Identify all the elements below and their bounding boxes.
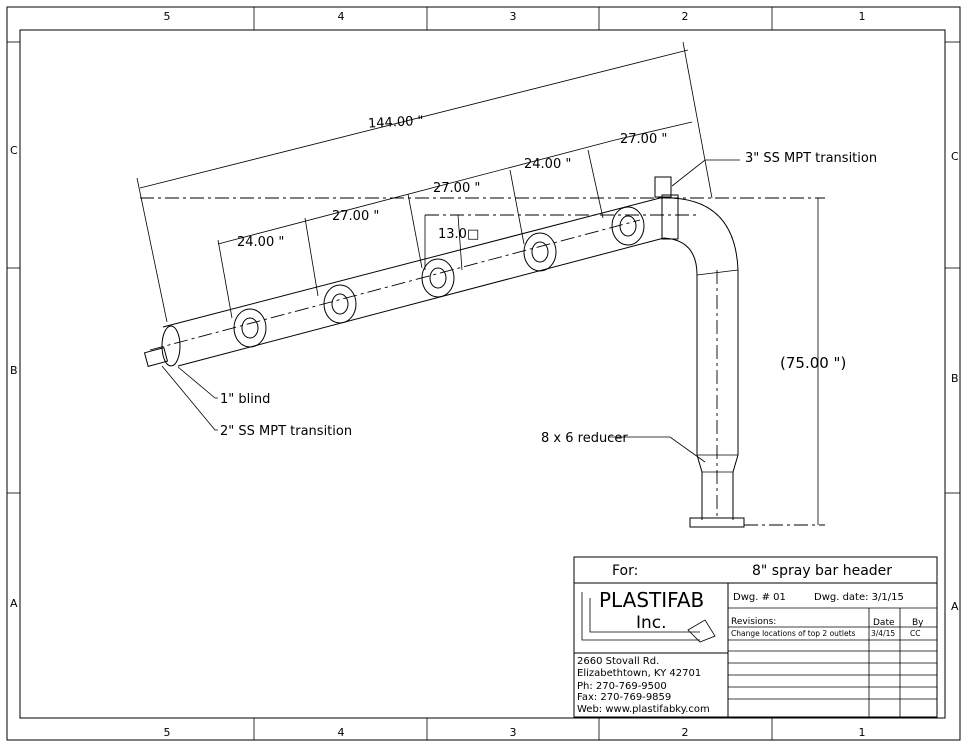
address-street: 2660 Stovall Rd. [577,656,659,667]
outlet-flange [233,308,267,348]
zone-row-a: A [10,597,18,610]
zone-row-a-right: A [951,600,959,613]
dim-spacing-5: 27.00 " [620,132,667,147]
drawing-title: 8" spray bar header [752,563,892,579]
zone-col-5-bottom: 5 [164,726,171,739]
dim-height: (75.00 ") [780,354,846,372]
dimension-lines [136,41,825,526]
zone-row-b-right: B [951,372,959,385]
top-transition-fitting [654,176,672,198]
website: Web: www.plastifabky.com [577,704,710,715]
dim-offset: 13.0□ [438,227,479,242]
blind-end-cap [161,325,181,367]
zone-col-4: 4 [338,10,345,23]
revision-by-header: By [912,618,924,628]
zone-col-1-bottom: 1 [859,726,866,739]
address-city: Elizabethtown, KY 42701 [577,668,701,679]
outlet-flange [421,258,455,298]
for-label: For: [612,563,638,579]
zone-row-c-right: C [951,150,959,163]
inner-border [19,29,946,719]
zone-col-1: 1 [859,10,866,23]
revision-date-header: Date [873,618,895,628]
outer-border [6,6,961,741]
zone-col-4-bottom: 4 [338,726,345,739]
dim-spacing-1: 24.00 " [237,235,284,250]
phone: Ph: 270-769-9500 [577,681,667,692]
callout-end-transition: 2" SS MPT transition [220,424,352,439]
dim-spacing-3: 27.00 " [433,181,480,196]
zone-ticks [7,7,960,740]
title-block: For: 8" spray bar header PLASTIFAB Inc. … [573,556,938,718]
outlet-flange [611,206,645,246]
outlet-flange [323,284,357,324]
drawing-date: Dwg. date: 3/1/15 [814,592,904,603]
revisions-label: Revisions: [731,617,776,627]
callout-top-transition: 3" SS MPT transition [745,151,877,166]
drawing-number: Dwg. # 01 [733,592,786,603]
company-name: PLASTIFAB [599,588,704,612]
zone-col-3: 3 [510,10,517,23]
outlet-flange [523,232,557,272]
zone-row-b: B [10,364,18,377]
company-suffix: Inc. [636,613,667,633]
zone-row-c: C [10,144,18,157]
spray-bar-pipe [143,176,745,528]
end-transition-fitting [143,347,169,367]
zone-labels: 5 4 3 2 1 5 4 3 2 1 C B A C B A [10,10,959,739]
dim-spacing-4: 24.00 " [524,157,571,172]
dim-overall-length: 144.00 " [368,114,424,132]
revision-description: Change locations of top 2 outlets [731,629,856,638]
reducer [696,454,739,520]
zone-col-2-bottom: 2 [682,726,689,739]
plastifab-logo: PLASTIFAB Inc. [581,588,716,643]
callout-reducer: 8 x 6 reducer [541,431,628,446]
outlet-flanges [233,206,645,348]
zone-col-5: 5 [164,10,171,23]
dim-spacing-2: 27.00 " [332,209,379,224]
revision-date: 3/4/15 [871,629,895,638]
zone-col-2: 2 [682,10,689,23]
bottom-flange [689,517,745,528]
fax: Fax: 270-769-9859 [577,692,671,703]
callout-blind: 1" blind [220,392,270,407]
revision-by: CC [910,629,920,638]
elbow-collar [661,194,679,240]
zone-col-3-bottom: 3 [510,726,517,739]
